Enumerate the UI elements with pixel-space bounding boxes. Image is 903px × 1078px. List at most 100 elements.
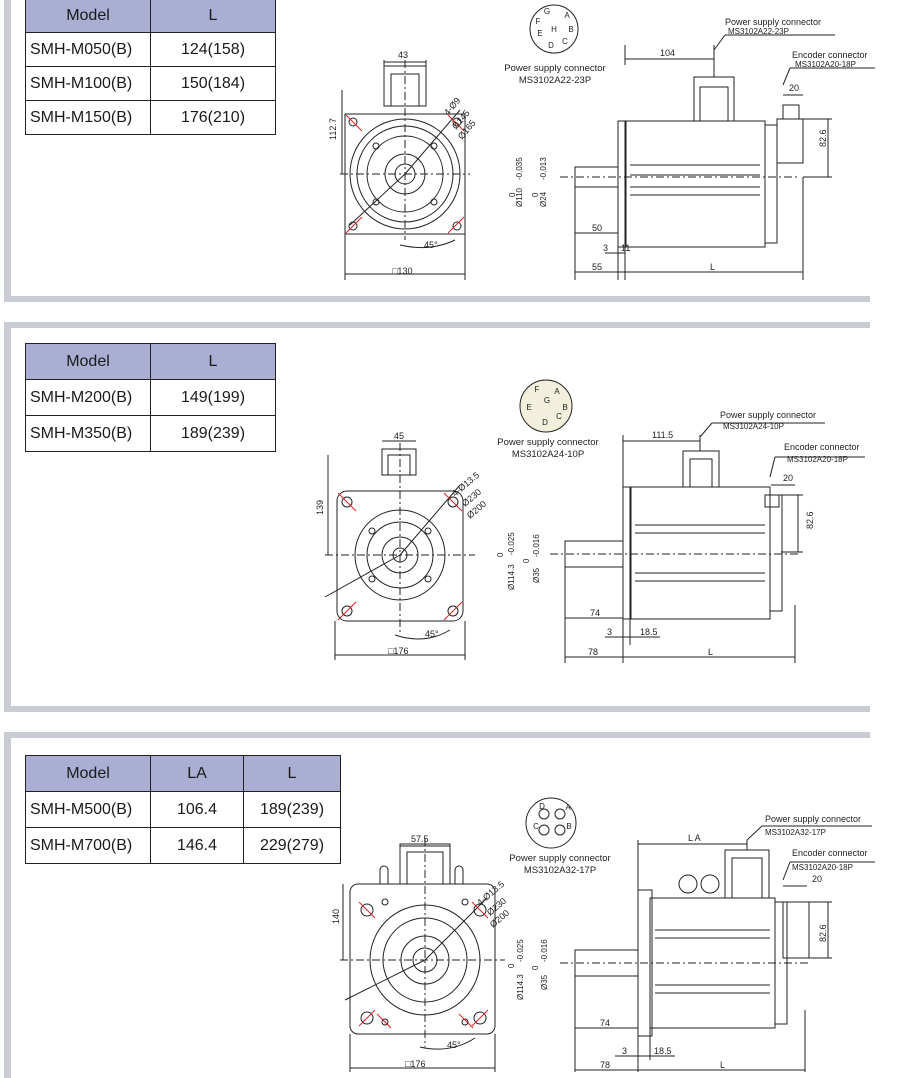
cell-model: SMH-M200(B) (25, 379, 151, 416)
connector-face-2: F A G E B D C (519, 379, 573, 433)
table-row: SMH-M350(B) 189(239) (25, 415, 276, 452)
panel-frame-left (4, 0, 11, 302)
tol-zero-b: 0 (522, 558, 531, 563)
tol-zero: 0 (507, 963, 516, 968)
side-view-drawing-1: 104 Power supply connector MS3102A22-23P… (508, 17, 875, 280)
tol-neg: -0.025 (516, 939, 525, 962)
cell-la: 106.4 (150, 791, 244, 828)
model-table-3: Model LA L SMH-M500(B) 106.4 189(239) SM… (25, 755, 341, 864)
connector-part: MS3102A22-23P (518, 75, 592, 86)
header-la: LA (150, 755, 244, 792)
square-label: □130 (392, 266, 412, 276)
pin-label: A (554, 387, 560, 396)
pin-label: G (544, 396, 550, 405)
connector-label: Power supply connector (497, 437, 599, 448)
pin-label: E (526, 403, 531, 412)
pin-label: C (556, 412, 562, 421)
angle-label: 45° (425, 629, 439, 639)
connector-label: Power supply connector (509, 853, 611, 864)
dim-top: 45 (394, 431, 404, 441)
panel-frame-left (4, 732, 11, 1078)
model-table-2: Model L SMH-M200(B) 149(199) SMH-M350(B)… (25, 343, 276, 452)
header-l: L (150, 343, 276, 380)
cell-l: 176(210) (150, 100, 276, 135)
cell-l: 189(239) (150, 415, 276, 452)
tol-zero-b: 0 (531, 965, 540, 970)
dim-l: L (708, 647, 713, 657)
panel-frame-top (4, 322, 870, 328)
table-row: SMH-M100(B) 150(184) (25, 66, 276, 101)
connector-caption-2: Power supply connector MS3102A24-10P (488, 437, 608, 461)
encoder-label: Encoder connector (784, 442, 860, 452)
tol-zero: 0 (508, 192, 517, 197)
cell-model: SMH-M100(B) (25, 66, 151, 101)
front-view-drawing-1: 43 112.7 4-Ø9 Ø145 Ø165 □130 45° (328, 50, 478, 280)
connector-face-1: G F H A E B D C (529, 4, 579, 54)
pilot-dia: Ø114.3 (516, 974, 525, 1000)
pin-label: A (565, 803, 571, 812)
dim-55: 78 (588, 647, 598, 657)
pin-label: C (562, 37, 568, 46)
table-row: SMH-M150(B) 176(210) (25, 100, 276, 135)
encoder-part: MS3102A20-18P (795, 60, 856, 69)
side-view-drawing-3: L A Power supply connector MS3102A32-17P… (507, 814, 875, 1072)
dim-length: 104 (660, 48, 675, 58)
table-row: SMH-M050(B) 124(158) (25, 32, 276, 67)
panel-frame-left (4, 322, 11, 712)
pin-label: B (568, 25, 573, 34)
connector-part: MS3102A32-17P (523, 865, 597, 876)
dim-side: 112.7 (328, 118, 338, 140)
power-part: MS3102A24-10P (723, 422, 784, 431)
pin-label: D (542, 418, 548, 427)
shaft-dia: Ø35 (532, 567, 541, 583)
power-part: MS3102A32-17P (765, 828, 826, 837)
square-label: □176 (405, 1059, 425, 1069)
pin-label: B (562, 403, 567, 412)
connector-face-3: D A C B (525, 797, 577, 849)
dim-826: 82.6 (818, 129, 828, 147)
dim-826: 82.6 (805, 511, 815, 529)
header-model: Model (25, 755, 151, 792)
pin-label: E (537, 29, 542, 38)
tol-zero: 0 (496, 552, 505, 557)
pin-label: C (533, 822, 539, 831)
encoder-part: MS3102A20-18P (787, 455, 848, 464)
dim-shaft: 74 (600, 1018, 610, 1028)
dim-826: 82.6 (818, 924, 828, 942)
tol-zero-b: 0 (531, 192, 540, 197)
tol-neg: -0.035 (515, 157, 524, 180)
encoder-label: Encoder connector (792, 848, 868, 858)
cell-l: 189(239) (243, 791, 341, 828)
connector-caption-3: Power supply connector MS3102A32-17P (500, 853, 620, 877)
dim-side: 140 (331, 909, 341, 924)
front-view-drawing-2: 45 139 4-Ø13.5 Ø230 Ø200 □176 45° (315, 431, 488, 660)
dim-20: 20 (789, 83, 799, 93)
tol-neg: -0.025 (507, 532, 516, 555)
shaft-dia: Ø24 (539, 191, 548, 207)
table-header-row: Model L (25, 0, 276, 33)
dim-55: 55 (592, 262, 602, 272)
connector-part: MS3102A24-10P (511, 449, 585, 460)
model-table-1: Model L SMH-M050(B) 124(158) SMH-M100(B)… (25, 0, 276, 135)
dim-l: L (720, 1060, 725, 1070)
pin-label: H (551, 25, 557, 34)
panel-frame-bottom (4, 706, 870, 712)
connector-label: Power supply connector (504, 63, 606, 74)
cell-model: SMH-M700(B) (25, 827, 151, 864)
dim-length: 111.5 (652, 430, 673, 440)
dim-length: L A (688, 833, 701, 843)
dim-3: 3 (603, 243, 608, 253)
shaft-dia: Ø35 (540, 974, 549, 990)
tol-neg-b: -0.013 (539, 157, 548, 180)
pin-label: F (536, 17, 541, 26)
cell-l: 149(199) (150, 379, 276, 416)
power-label: Power supply connector (725, 17, 821, 27)
pilot-dia: Ø110 (515, 187, 524, 207)
cell-l: 229(279) (243, 827, 341, 864)
header-l: L (243, 755, 341, 792)
tol-neg-b: -0.016 (532, 534, 541, 557)
cell-model: SMH-M150(B) (25, 100, 151, 135)
pilot-dia: Ø114.3 (507, 564, 516, 590)
front-view-drawing-3: 57.5 140 4-Ø13.5 Ø230 Ø200 □176 45° (331, 834, 511, 1072)
power-label: Power supply connector (765, 814, 861, 824)
